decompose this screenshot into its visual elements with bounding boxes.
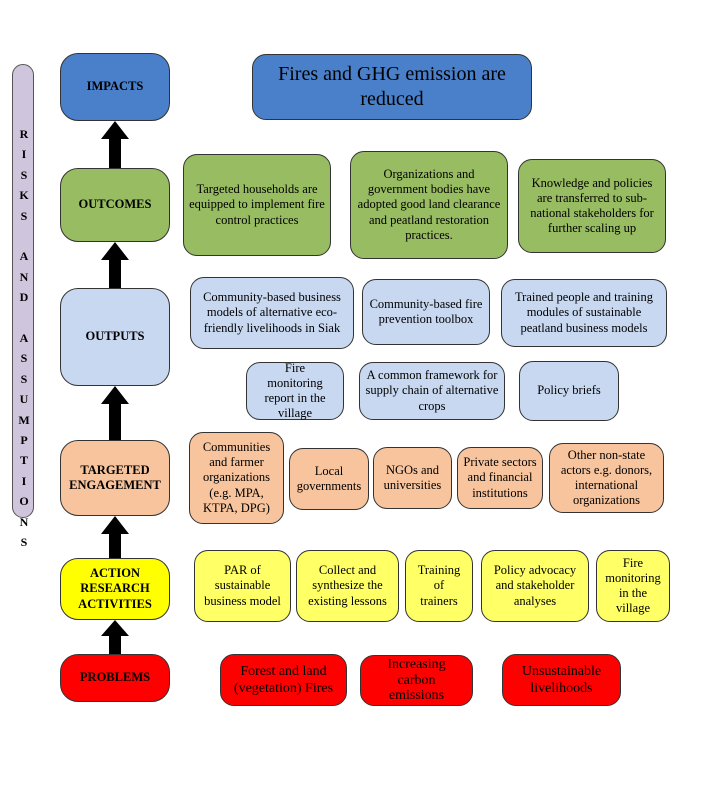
arrow-outputs-to-outcomes: [101, 242, 129, 288]
problem-box: Unsustainable livelihoods: [502, 654, 621, 706]
side-label-letter: K: [19, 188, 29, 203]
activity-box: Training of trainers: [405, 550, 473, 622]
outcome-box: Knowledge and policies are transferred t…: [518, 159, 666, 253]
side-label-letter: A: [19, 331, 29, 345]
arrow-problems-to-action: [101, 620, 129, 654]
side-label-letter: I: [21, 473, 27, 488]
output-box: Community-based business models of alter…: [190, 277, 354, 349]
activity-box: PAR of sustainable business model: [194, 550, 291, 622]
output-box: Community-based fire prevention toolbox: [362, 279, 490, 345]
side-label-letter: N: [19, 269, 29, 284]
arrow-outcomes-to-impacts: [101, 121, 129, 168]
arrow-engagement-to-outputs: [101, 386, 129, 440]
problem-box: Increasing carbon emissions: [360, 655, 473, 706]
level-impacts: IMPACTS: [60, 53, 170, 121]
side-label-letter: D: [19, 290, 29, 305]
level-problems: PROBLEMS: [60, 654, 170, 702]
level-outputs: OUTPUTS: [60, 288, 170, 386]
outcome-box: Targeted households are equipped to impl…: [183, 154, 331, 256]
activity-box: Collect and synthesize the existing less…: [296, 550, 399, 622]
engagement-box: Other non-state actors e.g. donors, inte…: [549, 443, 664, 513]
engagement-box: Communities and farmer organizations (e.…: [189, 432, 284, 524]
engagement-box: NGOs and universities: [373, 447, 452, 509]
side-label-letter: P: [20, 433, 28, 447]
side-label-letter: S: [20, 351, 28, 366]
activity-box: Policy advocacy and stakeholder analyses: [481, 550, 589, 622]
side-label-letter: R: [19, 127, 29, 141]
output-box: Policy briefs: [519, 361, 619, 421]
side-label-letter: S: [20, 535, 28, 549]
problem-box: Forest and land (vegetation) Fires: [220, 654, 347, 706]
output-box: A common framework for supply chain of a…: [359, 362, 505, 420]
level-targeted-engagement: TARGETED ENGAGEMENT: [60, 440, 170, 516]
impact-statement: Fires and GHG emission are reduced: [252, 54, 532, 120]
side-label-letter: I: [21, 147, 27, 162]
level-action-research: ACTION RESEARCH ACTIVITIES: [60, 558, 170, 620]
side-label-letter: T: [19, 453, 28, 468]
outcome-box: Organizations and government bodies have…: [350, 151, 508, 259]
side-label-letter: N: [19, 514, 29, 529]
output-box: Trained people and training modules of s…: [501, 279, 667, 347]
output-box: Fire monitoring report in the village: [246, 361, 344, 420]
side-label-letter: M: [18, 412, 30, 427]
engagement-box: Private sectors and financial institutio…: [457, 447, 543, 509]
side-label-letter: O: [19, 494, 29, 509]
arrow-action-to-engagement: [101, 516, 129, 558]
level-outcomes: OUTCOMES: [60, 168, 170, 242]
side-label-letter: S: [20, 371, 28, 386]
activity-box: Fire monitoring in the village: [596, 550, 670, 622]
engagement-box: Local governments: [289, 448, 369, 510]
side-label-letter: A: [19, 249, 29, 264]
side-label-letter: U: [19, 392, 29, 407]
side-label-letter: S: [20, 167, 28, 182]
side-label-letter: S: [20, 208, 28, 223]
